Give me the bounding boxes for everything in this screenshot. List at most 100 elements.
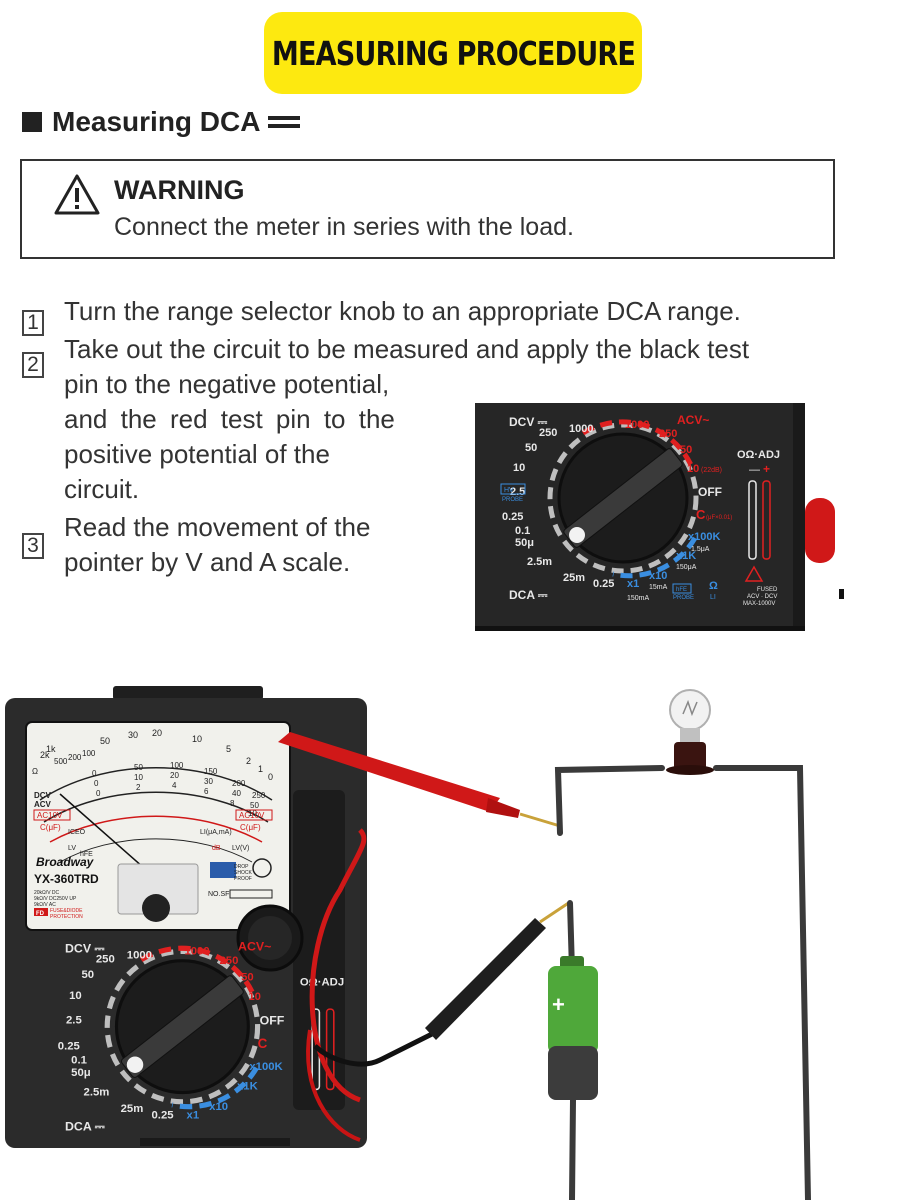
dcv-range: 10	[513, 462, 525, 474]
v-scale-mark: 50	[134, 763, 143, 772]
section-heading-text: Measuring DCA	[52, 106, 261, 137]
fused-label: ACV · DCV	[747, 594, 777, 600]
spec-line: 20kΩ/V DC	[34, 890, 60, 896]
ohm-scale-mark: 1	[258, 764, 263, 774]
ohm-range: x1K	[676, 550, 696, 562]
battery-icon: +	[548, 956, 598, 1100]
dc-symbol-icon	[268, 114, 301, 130]
step-number: 3	[22, 533, 44, 559]
fused-label: FUSED	[757, 587, 778, 593]
dca-range: 0.25	[151, 1109, 173, 1121]
step-text: Turn the range selector knob to an appro…	[64, 296, 741, 326]
v3-scale-mark: 6	[204, 787, 209, 796]
scale-arc	[39, 766, 273, 801]
v3-scale-mark: 4	[172, 781, 177, 790]
capacitance-label: C	[258, 1036, 268, 1051]
red-scale-arc	[49, 815, 263, 843]
dcv-tick-ring	[547, 422, 699, 574]
zero-adjust-screw	[142, 894, 170, 922]
square-bullet-icon	[22, 112, 42, 132]
acv-range: 50	[680, 444, 692, 456]
ohm-sub: 150μA	[676, 564, 697, 571]
acv-range: 250	[219, 955, 238, 967]
ohm-adj-label: OΩ·ADJ	[300, 976, 344, 988]
acv-range: 250	[659, 428, 677, 440]
fuse-protection-label: PROTECTION	[50, 914, 83, 920]
acv-range: 50	[241, 971, 254, 983]
dcv-range: 50	[525, 442, 537, 454]
acv-range: 1000	[184, 946, 209, 958]
ac10v-label-right: AC10V	[239, 811, 265, 820]
dca-range: 25m	[563, 572, 585, 584]
probe-label: PROBE	[502, 497, 523, 503]
battery-negative-end	[548, 1046, 598, 1100]
ohm-range: x10	[209, 1101, 228, 1113]
fused-label: MAX-1000V	[743, 601, 775, 607]
ohm-scale-mark: 50	[100, 736, 110, 746]
dcv-range: 250	[539, 427, 557, 439]
red-jack	[762, 480, 771, 560]
ohm-sub: 1.5μA	[691, 546, 710, 553]
range-selector-closeup: DCV ⎓ DCA ⎓ ACV~ OΩ·ADJ — + OFF C (μF×0.…	[433, 403, 845, 631]
dcv-range: 1000	[569, 423, 593, 435]
shock-label: PROOF	[234, 876, 252, 882]
v2-scale-mark: 10	[134, 773, 143, 782]
warning-box: WARNING Connect the meter in series with…	[20, 159, 835, 259]
fd-badge	[34, 908, 48, 916]
circuit-illustration: 2k 1k 500 200 100 50 30 20 10 5 2 1 0 Ω …	[5, 686, 811, 1200]
ohm-scale-mark: 5	[226, 744, 231, 754]
cf-label-right: C(μF)	[240, 823, 261, 832]
omega-scale-label: Ω	[32, 767, 38, 776]
dcv-range: 0.25	[502, 511, 523, 523]
v-scale-mark: 200	[232, 779, 246, 788]
dcv-range: 250	[96, 954, 115, 966]
page-title: MEASURING PROCEDURE	[271, 33, 635, 73]
shock-label: DROP	[234, 864, 249, 870]
dca-range: 50μ	[71, 1067, 91, 1079]
battery-positive-end	[548, 966, 598, 1054]
acv-label: ACV~	[238, 939, 271, 953]
v3-scale-mark: 0	[96, 789, 101, 798]
dca-label: DCA ⎓	[509, 588, 548, 602]
ohm-scale-mark: 0	[268, 772, 273, 782]
dcv-range: 1000	[127, 950, 152, 962]
black-probe-tip	[539, 900, 571, 924]
positive-pole-label: +	[763, 462, 770, 476]
dcv-label: DCV ⎓	[509, 415, 548, 429]
dcv-range: 0.25	[58, 1040, 80, 1052]
step-text: positive potential of the	[64, 439, 330, 469]
ohm-scale-mark: 100	[82, 749, 96, 758]
meter-dial: DCV ⎓ DCA ⎓ ACV~ OΩ·ADJ OFF C 1000 250 5…	[58, 939, 344, 1133]
ohm-adj-label: OΩ·ADJ	[737, 449, 780, 461]
red-lead-cable	[805, 498, 835, 563]
ohm-scale-mark: 30	[128, 730, 138, 740]
dcv-range: 0.1	[71, 1055, 87, 1067]
step-text: pin to the negative potential,	[64, 369, 390, 399]
title-banner: MEASURING PROCEDURE	[264, 12, 642, 94]
ohm-range: x1	[627, 578, 639, 590]
battery-polarity: +	[552, 992, 565, 1017]
v3-scale-mark: 10	[248, 809, 257, 818]
v2-scale-mark: 30	[204, 777, 213, 786]
v2-scale-mark: 40	[232, 789, 241, 798]
iceo-label: ICEO	[68, 829, 86, 836]
red-probe-tip	[519, 812, 561, 828]
negative-pole-label: —	[749, 464, 760, 476]
step-text: and the red test pin to the	[64, 404, 395, 434]
black-jack	[748, 480, 757, 560]
ohm-tick-arc	[612, 536, 698, 579]
acv-label: ACV~	[677, 413, 709, 427]
knob-indicator-dot	[569, 527, 585, 543]
multimeter: 2k 1k 500 200 100 50 30 20 10 5 2 1 0 Ω …	[5, 686, 367, 1148]
acv-scale-label: ACV	[34, 800, 52, 809]
fuse-protection-label: FUSE&DIODE	[50, 908, 83, 914]
dcv-range: 50	[81, 969, 94, 981]
ohm-scale-mark: 2k	[40, 750, 50, 760]
capacitance-sub: (μF×0.01)	[706, 515, 732, 521]
ac10v-label: AC10V	[37, 811, 63, 820]
v2-scale-mark: 20	[170, 771, 179, 780]
warning-text: Connect the meter in series with the loa…	[114, 213, 574, 241]
dcv-scale-label: DCV	[34, 791, 52, 800]
warning-title: WARNING	[114, 175, 245, 205]
li-scale-label: LI(μA,mA)	[200, 829, 232, 836]
